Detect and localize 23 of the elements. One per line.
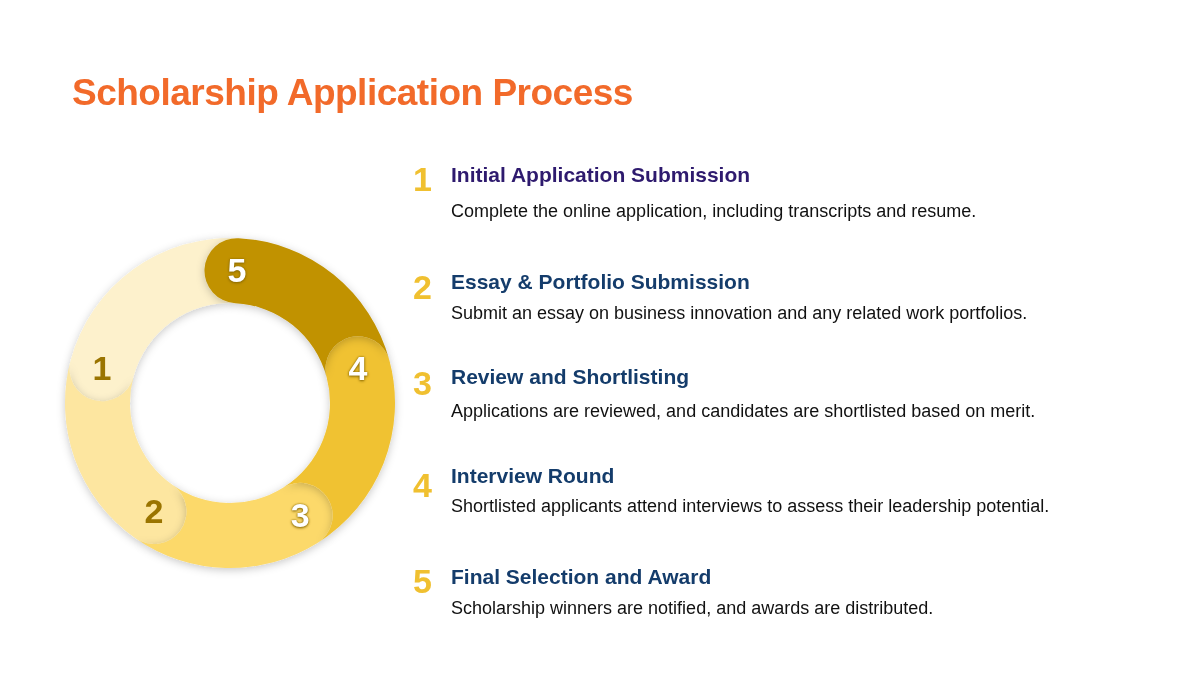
step-number: 3 (413, 364, 432, 403)
step-description: Shortlisted applicants attend interviews to assess their leadership potential. (451, 496, 1051, 517)
step-number: 1 (413, 160, 432, 199)
step-heading: Final Selection and Award (451, 565, 712, 589)
title: Scholarship Application Process (72, 72, 633, 114)
step-heading: Interview Round (451, 464, 615, 488)
step-number: 4 (413, 466, 432, 505)
step-number: 1 (91, 348, 113, 390)
step-number: 5 (226, 250, 248, 292)
step-number: 3 (289, 494, 311, 536)
step-heading: Essay & Portfolio Submission (451, 270, 750, 294)
step-heading: Initial Application Submission (451, 163, 751, 187)
step-description: Submit an essay on business innovation and any related work portfolios. (451, 303, 1029, 324)
step-description: Scholarship winners are notified, and awards are distributed. (451, 598, 935, 619)
step-description: Complete the online application, including transcripts and resume. (451, 201, 978, 222)
step-number: 5 (413, 562, 432, 601)
step-description: Applications are reviewed, and candidates are shortlisted based on merit. (451, 401, 1037, 422)
step-number: 4 (347, 348, 369, 390)
step-number: 2 (143, 491, 165, 533)
ring-segment (135, 482, 333, 568)
ring-segment (283, 336, 395, 543)
step-number: 2 (413, 268, 432, 307)
step-heading: Review and Shortlisting (451, 365, 690, 389)
